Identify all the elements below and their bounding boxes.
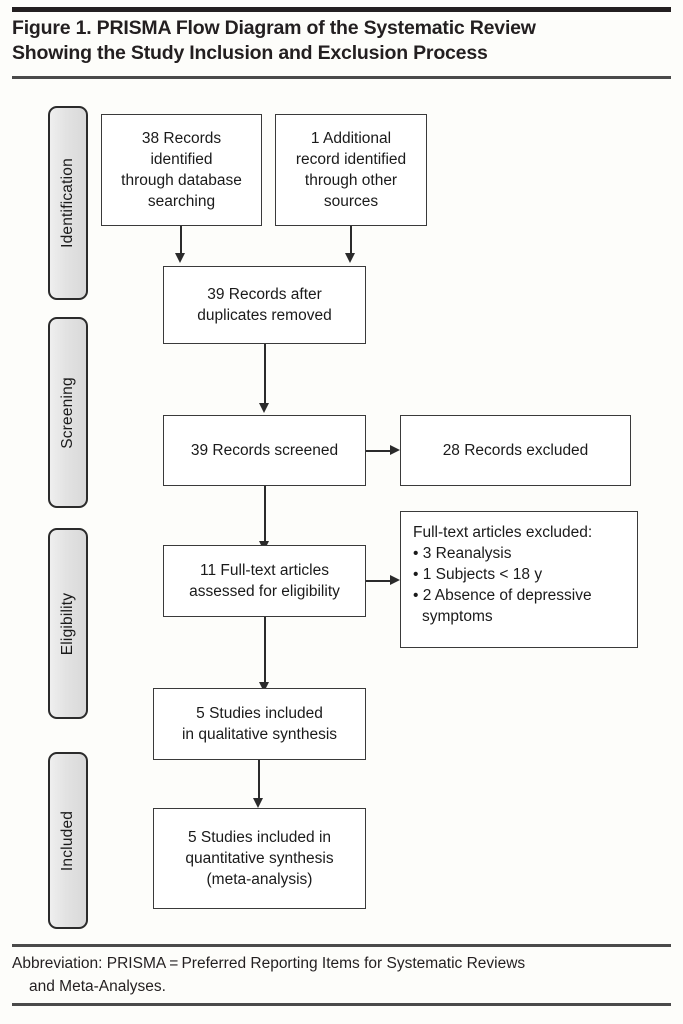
stage-tab-identification-label: Identification [59, 158, 76, 248]
stage-tab-eligibility-label: Eligibility [59, 592, 76, 655]
figure-footnote: Abbreviation: PRISMA = Preferred Reporti… [12, 952, 674, 998]
list-item: • 1 Subjects < 18 y [413, 566, 543, 583]
list-item: • 3 Reanalysis [413, 545, 512, 562]
figure-title: Figure 1. PRISMA Flow Diagram of the Sys… [12, 16, 672, 66]
connector-fulltext-to-qualitative-arrow [259, 682, 269, 692]
box-fulltext-assessed: 11 Full-text articles assessed for eligi… [163, 545, 366, 617]
connector-qualitative-to-quantitative-line [258, 760, 260, 800]
stage-tab-screening-label: Screening [59, 376, 76, 449]
connector-qualitative-to-quantitative-arrow [253, 798, 263, 808]
list-item: • 2 Absence of depressive symptoms [413, 587, 592, 625]
stage-tab-identification: Identification [48, 106, 88, 300]
figure-title-line-1: Figure 1. PRISMA Flow Diagram of the Sys… [12, 17, 536, 39]
connector-duplicates-to-screened-line [264, 344, 266, 405]
fulltext-excluded-list: • 3 Reanalysis • 1 Subjects < 18 y • 2 A… [413, 543, 627, 627]
stage-tab-screening: Screening [48, 317, 88, 508]
figure-title-line-2: Showing the Study Inclusion and Exclusio… [12, 42, 488, 64]
stage-tab-eligibility: Eligibility [48, 528, 88, 719]
footer-bottom-rule [12, 1003, 671, 1006]
connector-database-to-duplicates-arrow [175, 253, 185, 263]
stage-tab-included: Included [48, 752, 88, 929]
connector-fulltext-to-excluded-line [366, 580, 392, 582]
connector-duplicates-to-screened-arrow [259, 403, 269, 413]
connector-other-to-duplicates-arrow [345, 253, 355, 263]
box-records-screened: 39 Records screened [163, 415, 366, 486]
box-records-identified-other: 1 Additional record identified through o… [275, 114, 427, 226]
box-fulltext-excluded: Full-text articles excluded: • 3 Reanaly… [400, 511, 638, 648]
connector-fulltext-to-qualitative-line [264, 617, 266, 684]
footnote-line-2: and Meta-Analyses. [29, 978, 166, 995]
stage-tab-included-label: Included [59, 810, 76, 871]
connector-screened-to-fulltext-line [264, 486, 266, 543]
connector-database-to-duplicates-line [180, 226, 182, 255]
title-underline-rule [12, 76, 671, 79]
top-rule [12, 7, 671, 12]
box-studies-quantitative: 5 Studies included in quantitative synth… [153, 808, 366, 909]
box-records-after-duplicates: 39 Records after duplicates removed [163, 266, 366, 344]
connector-screened-to-excluded-arrow [390, 445, 400, 455]
box-records-identified-database: 38 Records identified through database s… [101, 114, 262, 226]
footer-top-rule [12, 944, 671, 947]
footnote-line-1: Abbreviation: PRISMA = Preferred Reporti… [12, 955, 526, 972]
connector-fulltext-to-excluded-arrow [390, 575, 400, 585]
box-records-excluded: 28 Records excluded [400, 415, 631, 486]
connector-other-to-duplicates-line [350, 226, 352, 255]
fulltext-excluded-heading: Full-text articles excluded: [413, 524, 593, 541]
box-studies-qualitative: 5 Studies included in qualitative synthe… [153, 688, 366, 760]
connector-screened-to-excluded-line [366, 450, 392, 452]
